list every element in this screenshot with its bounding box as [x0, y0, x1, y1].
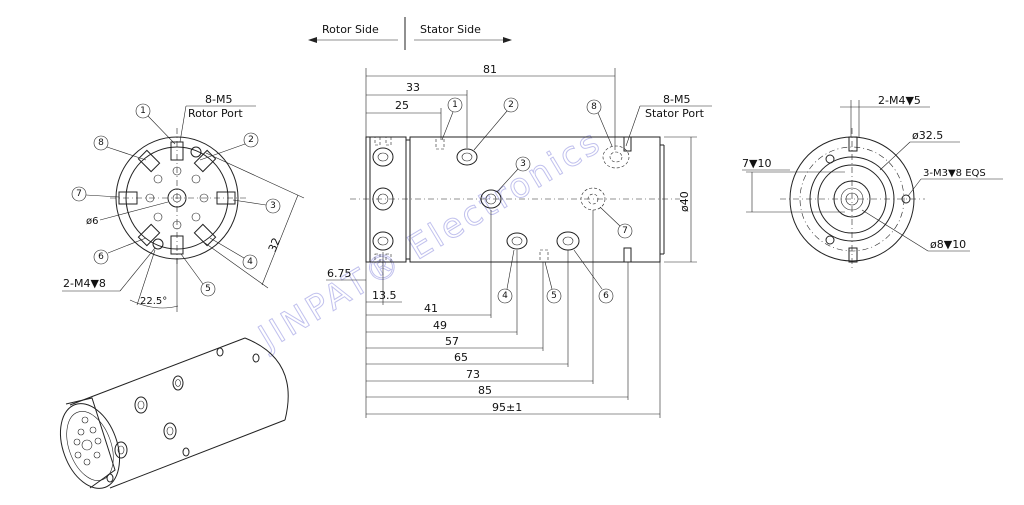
dim-13-5: 13.5	[372, 289, 397, 302]
dim-81: 81	[483, 63, 497, 76]
svg-text:3: 3	[520, 159, 526, 169]
side-stator-ports	[435, 136, 632, 263]
watermark-text: JINPAT® Electronics	[250, 121, 609, 358]
svg-text:2: 2	[248, 135, 254, 145]
front-radial-ports	[118, 141, 236, 255]
side-header: Rotor Side Stator Side	[308, 17, 512, 50]
dim-33: 33	[406, 81, 420, 94]
rear-holes-side-label: 3-M3▼8 EQS	[923, 168, 986, 179]
pitch-label: 32	[266, 236, 283, 254]
side-port-callout: 8-M5	[663, 93, 690, 106]
iso-face-holes	[73, 416, 102, 466]
svg-text:6: 6	[603, 291, 609, 301]
svg-text:4: 4	[502, 291, 508, 301]
dim-6-75: 6.75	[327, 267, 352, 280]
front-port-callout: 8-M5	[205, 93, 232, 106]
svg-text:5: 5	[205, 284, 211, 294]
stator-side-label: Stator Side	[420, 23, 481, 36]
dim-95: 95±1	[492, 401, 522, 414]
side-view: 1 2 8 3 7 4 5 6 8-M5 Stator Port 81	[326, 63, 712, 418]
center-hole-label: ø6	[86, 216, 98, 227]
side-bottom-dimensions: 41 49 57 65 73 85 95±1	[366, 210, 661, 418]
dim-41: 41	[424, 302, 438, 315]
dim-65: 65	[454, 351, 468, 364]
rear-holes-top-label: 2-M4▼5	[878, 94, 921, 107]
watermark: JINPAT® Electronics	[250, 121, 610, 359]
dim-49: 49	[433, 319, 447, 332]
svg-text:7: 7	[76, 189, 82, 199]
rotor-side-label: Rotor Side	[322, 23, 379, 36]
rear-shaft-label: ø8▼10	[930, 238, 966, 251]
iso-view	[60, 337, 289, 489]
side-port-balloons: 1 2 8 3 7 4 5 6	[441, 97, 633, 304]
svg-text:4: 4	[247, 257, 253, 267]
svg-text:6: 6	[98, 252, 104, 262]
rear-depth-label: 7▼10	[742, 157, 771, 170]
dim-diameter: ø40	[678, 191, 691, 212]
svg-text:8: 8	[98, 138, 104, 148]
mount-holes-label: 2-M4▼8	[63, 277, 106, 290]
dim-85: 85	[478, 384, 492, 397]
dim-57: 57	[445, 335, 459, 348]
iso-body-ports	[106, 347, 260, 483]
front-port-callout-sub: Rotor Port	[188, 107, 243, 120]
rear-bore-label: ø32.5	[912, 129, 943, 142]
rear-view: 2-M4▼5 ø32.5 3-M3▼8 EQS ø8▼10 7▼10	[742, 94, 1003, 270]
front-view: 1 2 3 4 5 6 7 8 8-M5 Rotor Port ø6 2-M4▼…	[62, 93, 305, 312]
svg-text:1: 1	[140, 106, 146, 116]
front-port-balloons: 1 2 3 4 5 6 7 8	[71, 103, 281, 297]
svg-text:3: 3	[270, 201, 276, 211]
svg-text:2: 2	[508, 100, 514, 110]
dim-25: 25	[395, 99, 409, 112]
svg-text:1: 1	[452, 100, 458, 110]
svg-text:8: 8	[591, 102, 597, 112]
side-left-dimensions: 6.75 13.5	[326, 252, 402, 418]
side-top-dimensions: 81 33 25	[365, 63, 616, 150]
side-diameter-dimension: ø40	[664, 136, 697, 263]
angle-label: 22.5°	[140, 296, 167, 307]
svg-text:7: 7	[622, 226, 628, 236]
dim-73: 73	[466, 368, 480, 381]
svg-text:5: 5	[551, 291, 557, 301]
side-rotor-ports	[372, 136, 394, 263]
side-port-callout-sub: Stator Port	[645, 107, 705, 120]
